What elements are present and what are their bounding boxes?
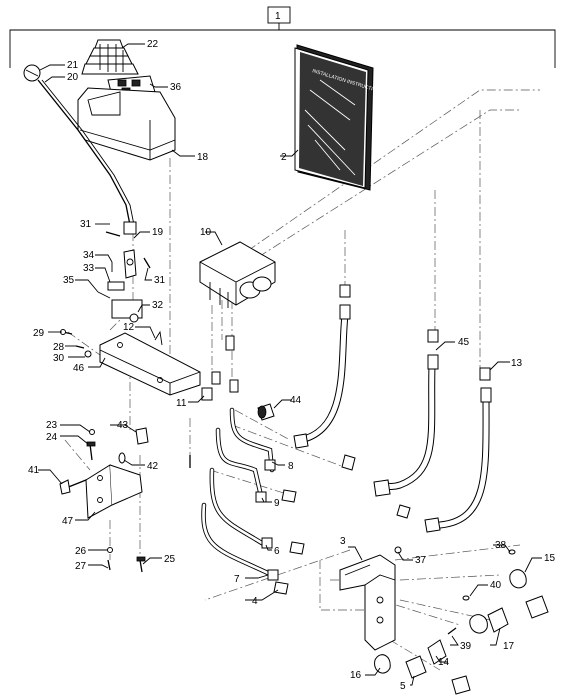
callout-37[interactable]: 37 xyxy=(415,555,427,566)
callout-24[interactable]: 24 xyxy=(46,432,58,443)
callout-labels: 22 21 20 36 18 2 31 19 10 34 33 31 35 32… xyxy=(28,39,556,692)
steel-tubes xyxy=(201,407,279,581)
callout-41[interactable]: 41 xyxy=(28,465,40,476)
leader-lines xyxy=(38,43,542,686)
shift-lever xyxy=(23,64,137,235)
callout-6[interactable]: 6 xyxy=(274,546,280,557)
small-screws xyxy=(60,329,92,358)
callout-8[interactable]: 8 xyxy=(288,461,294,472)
callout-27[interactable]: 27 xyxy=(75,561,87,572)
callout-14[interactable]: 14 xyxy=(438,657,450,668)
callout-32[interactable]: 32 xyxy=(152,300,164,311)
callout-43[interactable]: 43 xyxy=(117,420,129,431)
callout-21[interactable]: 21 xyxy=(67,60,79,71)
hardware-25-26-27 xyxy=(107,547,146,573)
callout-35[interactable]: 35 xyxy=(63,275,75,286)
callout-44[interactable]: 44 xyxy=(290,395,302,406)
callout-20[interactable]: 20 xyxy=(67,72,79,83)
callout-45[interactable]: 45 xyxy=(458,337,470,348)
callout-7[interactable]: 7 xyxy=(234,574,240,585)
manual-book xyxy=(294,44,374,191)
callout-40[interactable]: 40 xyxy=(490,580,502,591)
center-lines xyxy=(64,89,540,671)
nut-washer-42-43 xyxy=(118,427,149,464)
callout-11[interactable]: 11 xyxy=(176,398,187,409)
callout-34[interactable]: 34 xyxy=(83,250,95,261)
base-plate xyxy=(99,332,201,396)
callout-3[interactable]: 3 xyxy=(340,536,346,547)
assembly-bracket xyxy=(9,6,556,68)
callout-2[interactable]: 2 xyxy=(281,152,287,163)
callout-46[interactable]: 46 xyxy=(73,363,85,374)
callout-23[interactable]: 23 xyxy=(46,420,58,431)
bolt-41 xyxy=(59,475,97,495)
callout-17[interactable]: 17 xyxy=(503,641,515,652)
callout-39[interactable]: 39 xyxy=(460,641,472,652)
callout-29[interactable]: 29 xyxy=(33,328,45,339)
fitting-12 xyxy=(154,330,163,346)
callout-15[interactable]: 15 xyxy=(544,553,556,564)
callout-10[interactable]: 10 xyxy=(200,227,212,238)
callout-38[interactable]: 38 xyxy=(495,540,507,551)
mount-bracket-47 xyxy=(85,464,143,519)
callout-1[interactable]: 1 xyxy=(275,11,281,22)
callout-13[interactable]: 13 xyxy=(511,358,523,369)
callout-30[interactable]: 30 xyxy=(53,353,65,364)
callout-22[interactable]: 22 xyxy=(147,39,159,50)
console-part xyxy=(77,87,176,161)
callout-4[interactable]: 4 xyxy=(252,596,258,607)
coupler-bracket xyxy=(339,554,396,651)
callout-12[interactable]: 12 xyxy=(123,322,135,333)
callout-28[interactable]: 28 xyxy=(53,342,65,353)
control-valve xyxy=(199,241,276,308)
bolts-23-24 xyxy=(86,429,96,461)
callout-31b[interactable]: 31 xyxy=(154,275,166,286)
callout-31a[interactable]: 31 xyxy=(80,219,92,230)
hydraulic-hoses xyxy=(293,284,492,533)
callout-33[interactable]: 33 xyxy=(83,263,95,274)
quick-couplers xyxy=(374,546,549,695)
fittings xyxy=(201,335,411,595)
callout-25[interactable]: 25 xyxy=(164,554,176,565)
callout-26[interactable]: 26 xyxy=(75,546,87,557)
callout-47[interactable]: 47 xyxy=(62,516,74,527)
callout-5[interactable]: 5 xyxy=(400,681,406,692)
callout-42[interactable]: 42 xyxy=(147,461,159,472)
callout-9[interactable]: 9 xyxy=(274,498,280,509)
callout-18[interactable]: 18 xyxy=(197,152,209,163)
callout-36[interactable]: 36 xyxy=(170,82,182,93)
callout-16[interactable]: 16 xyxy=(350,670,362,681)
callout-19[interactable]: 19 xyxy=(152,227,164,238)
boot-part xyxy=(81,39,139,75)
lever-linkage-parts xyxy=(97,231,151,323)
